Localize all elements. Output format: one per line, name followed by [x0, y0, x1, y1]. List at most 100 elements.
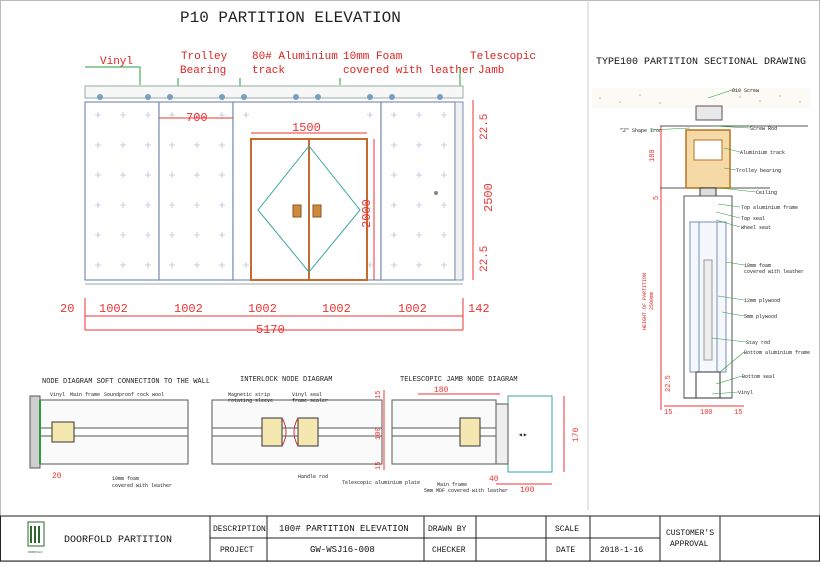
sec-dim-100: 100	[700, 409, 713, 417]
company-logo	[27, 521, 45, 547]
callout-jamb-2: Jamb	[478, 65, 504, 77]
tb-project-label: PROJECT	[220, 546, 254, 555]
sec-label-ply5: 5mm plywood	[744, 314, 777, 320]
dim-bottom-0: 20	[60, 302, 74, 316]
telescopic-arrow-icon: ◂▸	[518, 431, 528, 440]
jamb-label-plate: Telescopic aluminium plate	[342, 480, 420, 486]
sec-label-topframe: Top aluminium frame	[741, 205, 798, 211]
tb-date-label: DATE	[556, 546, 575, 555]
partition-panels	[84, 101, 464, 281]
callout-jamb-1: Telescopic	[470, 51, 536, 63]
soft-label-rockwool: Soundproof rock wool	[104, 392, 164, 398]
sec-dim-5: 5	[653, 196, 661, 200]
tb-project-value: GW-WSJ16-008	[310, 545, 375, 555]
interlock-label-sleeve: rotating sleeve	[228, 398, 273, 404]
dim-700: 700	[186, 111, 208, 125]
tb-customer-2: APPROVAL	[670, 540, 709, 549]
sec-label-stay: Stay rod	[746, 340, 770, 346]
company-name: DOORFOLD PARTITION	[64, 535, 172, 546]
jamb-dim-180: 180	[434, 386, 449, 395]
sec-label-foam-1: 10mm foam	[744, 263, 771, 269]
detail-soft-title: NODE DIAGRAM SOFT CONNECTION TO THE WALL	[42, 378, 210, 386]
detail-soft	[29, 395, 189, 469]
elevation-callouts: Vinyl Trolley Bearing 80# Aluminium trac…	[100, 51, 536, 77]
dim-bottom-5: 1002	[398, 302, 427, 316]
section-labels: Ø10 Screw "Z" Shape Iron Screw Rod Alumi…	[620, 87, 810, 396]
title-block-text: DOORFOLD PARTITION DESCRIPTION 100# PART…	[64, 524, 714, 555]
detail-interlock	[211, 399, 383, 465]
dim-2500: 2500	[482, 183, 496, 212]
interlock-label-handle: Handle rod	[298, 474, 328, 480]
detail-interlock-labels: Magnetic strip rotating sleeve Vinyl sea…	[228, 392, 328, 480]
tb-drawn-label: DRAWN BY	[428, 525, 467, 534]
jamb-dims: 180 170 40 100	[434, 386, 581, 495]
dim-bottom-6: 142	[468, 302, 490, 316]
main-title: P10 PARTITION ELEVATION	[180, 9, 401, 27]
section-title: TYPE100 PARTITION SECTIONAL DRAWING	[596, 57, 806, 68]
dim-total: 5170	[256, 323, 285, 337]
detail-jamb-labels: Telescopic aluminium plate Main frame 5m…	[342, 480, 508, 494]
slab-dots	[599, 94, 801, 104]
callout-trolley-1: Trolley	[181, 51, 228, 63]
callout-trolley-2: Bearing	[180, 65, 226, 77]
dim-22-5-bottom: 22.5	[479, 246, 491, 272]
sec-label-botseal: Bottom seal	[742, 374, 775, 380]
sec-label-ply12: 12mm plywood	[744, 298, 780, 304]
jamb-knob	[434, 191, 438, 195]
jamb-dim-170: 170	[572, 427, 581, 442]
tb-checker-label: CHECKER	[432, 546, 466, 555]
section-leaders	[649, 89, 757, 395]
dimension-lines	[84, 100, 474, 331]
interlock-label-magnetic: Magnetic strip	[228, 392, 270, 398]
sec-dim-15b: 15	[734, 409, 742, 417]
dim-1500: 1500	[292, 121, 321, 135]
sec-label-screw: Ø10 Screw	[732, 87, 759, 94]
detail-soft-labels: Vinyl Main frame Soundproof rock wool 10…	[50, 392, 172, 489]
callout-foam-2: covered with leather	[343, 65, 475, 77]
tb-description-value: 100# PARTITION ELEVATION	[279, 524, 409, 534]
callout-track-2: track	[252, 65, 285, 77]
soft-label-main-frame: Main frame	[70, 392, 100, 398]
dim-bottom-1: 1002	[99, 302, 128, 316]
section-height-label: HEIGHT OF PARTITION 2500mm	[642, 273, 655, 330]
ceiling-track	[84, 85, 464, 99]
sec-dim-22-5: 22.5	[665, 375, 673, 392]
soft-label-foam: 10mm foam	[112, 476, 139, 482]
section-slab	[592, 88, 810, 108]
interlock-label-vinyl: Vinyl seal	[292, 392, 322, 398]
sec-dim-180: 180	[649, 149, 657, 162]
detail-jamb: ◂▸	[391, 395, 553, 473]
sec-label-wheel: Wheel seat	[741, 225, 771, 231]
dim-2000: 2000	[360, 199, 374, 228]
dim-bottom-2: 1002	[174, 302, 203, 316]
interlock-dim-15a: 15	[375, 391, 383, 399]
callout-track-1: 80# Aluminium	[252, 51, 338, 63]
tb-customer-1: CUSTOMER'S	[666, 529, 714, 538]
interlock-label-sealer: frame sealer	[292, 398, 328, 404]
jamb-dim-lines	[418, 393, 565, 485]
tb-description-label: DESCRIPTION	[213, 525, 266, 534]
sec-label-vinyl: Vinyl	[738, 390, 753, 396]
tb-date-value: 2018-1-16	[600, 546, 643, 555]
sec-height-1: HEIGHT OF PARTITION	[642, 273, 648, 330]
sec-label-screwrod: Screw Rod	[750, 126, 777, 132]
jamb-label-mdf: 5mm MDF covered with leather	[424, 488, 508, 494]
soft-label-vinyl: Vinyl	[50, 392, 65, 398]
sec-label-botframe: Bottom aluminium frame	[744, 350, 810, 356]
callout-vinyl: Vinyl	[100, 56, 133, 68]
soft-dim-20: 20	[52, 472, 62, 481]
soft-label-leather: covered with leather	[112, 483, 172, 489]
interlock-dim-100: 100	[375, 427, 383, 440]
dimension-text: 700 1500 2000 2500 22.5 22.5 20 1002 100…	[60, 111, 496, 337]
panel-texture	[95, 112, 447, 268]
dim-bottom-3: 1002	[248, 302, 277, 316]
detail-jamb-title: TELESCOPIC JAMB NODE DIAGRAM	[400, 376, 518, 384]
jamb-dim-100: 100	[520, 486, 535, 495]
dim-bottom-4: 1002	[322, 302, 351, 316]
sec-label-track: Aluminium track	[740, 150, 785, 156]
sec-label-foam-2: covered with leather	[744, 269, 804, 275]
interlock-dims: 15 100 15	[375, 391, 383, 470]
detail-interlock-title: INTERLOCK NODE DIAGRAM	[240, 376, 332, 384]
